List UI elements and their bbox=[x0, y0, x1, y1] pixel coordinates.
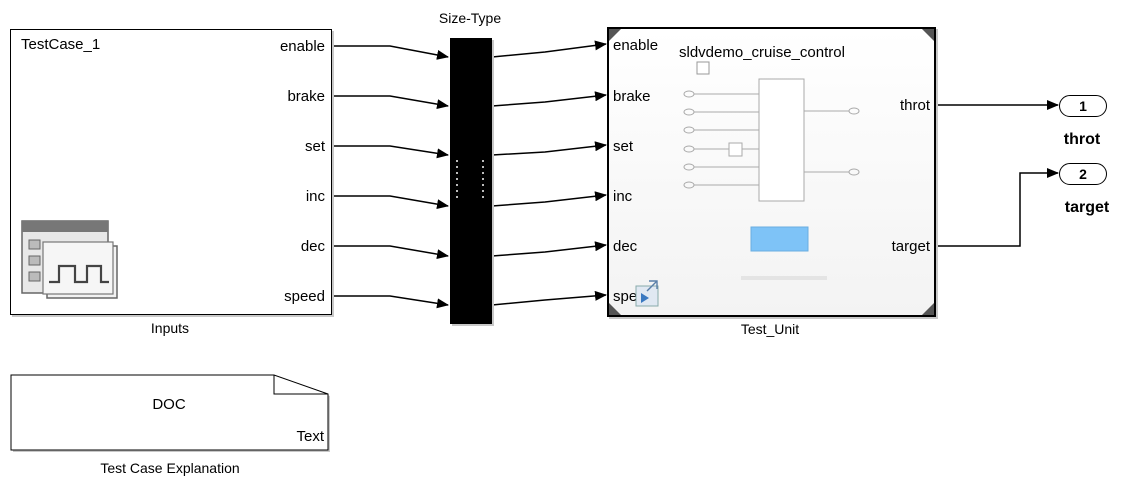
wire-mux-to-brake[interactable] bbox=[491, 91, 607, 107]
inputs-port-brake: brake bbox=[287, 88, 325, 105]
wire-mux-to-speed[interactable] bbox=[491, 290, 607, 306]
test-unit-caption: Test_Unit bbox=[740, 321, 800, 337]
test-unit-port-set: set bbox=[613, 138, 634, 155]
wire-brake-to-mux[interactable] bbox=[332, 95, 449, 110]
mux-title: Size-Type bbox=[438, 10, 502, 26]
mux-block[interactable] bbox=[450, 38, 492, 324]
wire-mux-to-enable[interactable] bbox=[491, 40, 607, 58]
open-subsystem-icon[interactable] bbox=[635, 279, 667, 307]
outport-2-number: 2 bbox=[1079, 166, 1087, 182]
inputs-caption: Inputs bbox=[150, 320, 190, 336]
inputs-port-set: set bbox=[304, 138, 325, 155]
test-unit-port-throt: throt bbox=[899, 97, 930, 114]
outport-2-name: target bbox=[1064, 199, 1110, 216]
mux-dots bbox=[456, 160, 484, 198]
wire-inc-to-mux[interactable] bbox=[332, 195, 449, 210]
inputs-port-speed: speed bbox=[284, 288, 325, 305]
wire-target-out[interactable] bbox=[935, 168, 1059, 247]
test-unit-model-name: sldvdemo_cruise_control bbox=[679, 44, 845, 61]
wire-set-to-mux[interactable] bbox=[332, 145, 449, 159]
inputs-port-enable: enable bbox=[279, 38, 325, 55]
wire-mux-to-dec[interactable] bbox=[491, 241, 607, 257]
model-thumbnail-icon bbox=[683, 61, 860, 280]
test-unit-port-target: target bbox=[891, 238, 930, 255]
outport-2[interactable]: 2 bbox=[1059, 163, 1107, 185]
wire-speed-to-mux[interactable] bbox=[332, 295, 449, 309]
test-unit-port-enable: enable bbox=[613, 37, 659, 54]
wire-enable-to-mux[interactable] bbox=[332, 45, 449, 60]
outport-1-number: 1 bbox=[1079, 98, 1087, 114]
signal-builder-icon bbox=[21, 220, 118, 299]
test-unit-port-brake: brake bbox=[613, 88, 651, 105]
wire-mux-to-set[interactable] bbox=[491, 141, 607, 156]
test-unit-corner-marks bbox=[609, 29, 934, 315]
inputs-port-dec: dec bbox=[300, 238, 325, 255]
test-unit-port-inc: inc bbox=[613, 188, 633, 205]
test-unit-port-dec: dec bbox=[613, 238, 638, 255]
wire-dec-to-mux[interactable] bbox=[332, 245, 449, 260]
wire-mux-to-inc[interactable] bbox=[491, 191, 607, 207]
doc-block-label: DOC bbox=[152, 396, 186, 413]
doc-block[interactable]: DOC Text bbox=[10, 374, 330, 454]
doc-block-sublabel: Text bbox=[296, 428, 324, 445]
outport-1-name: throt bbox=[1063, 131, 1101, 148]
outport-1[interactable]: 1 bbox=[1059, 95, 1107, 117]
doc-block-shape bbox=[10, 374, 330, 452]
inputs-block-name: TestCase_1 bbox=[21, 36, 101, 53]
test-unit-block[interactable]: sldvdemo_cruise_control enable brake set… bbox=[607, 27, 936, 317]
inputs-port-inc: inc bbox=[305, 188, 325, 205]
doc-block-caption: Test Case Explanation bbox=[100, 460, 240, 476]
inputs-block[interactable]: TestCase_1 enable brake set inc dec spee… bbox=[10, 29, 332, 315]
